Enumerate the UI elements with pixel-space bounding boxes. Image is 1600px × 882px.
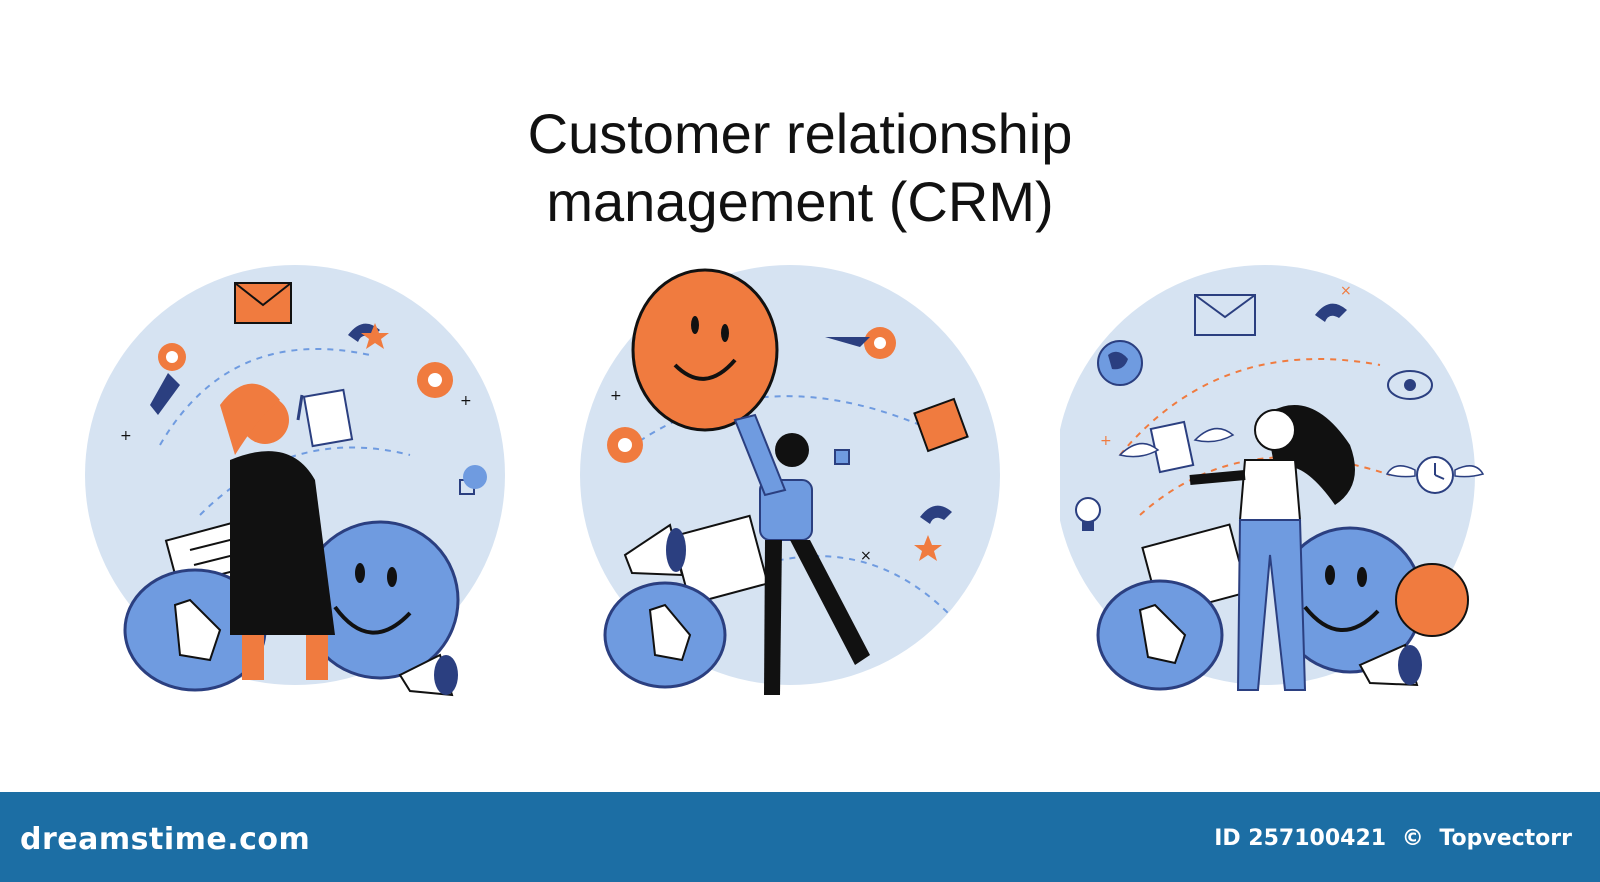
title-line-1: Customer relationship <box>527 101 1073 165</box>
megaphone-icon <box>1358 643 1422 687</box>
footer-bar: dreamstime.com ID 257100421 © Topvectorr <box>0 792 1600 882</box>
envelope-icon <box>913 397 969 453</box>
envelope-icon <box>234 282 292 324</box>
woman-figure <box>220 383 354 680</box>
svg-text:+: + <box>460 393 472 409</box>
phone-icon <box>920 505 952 524</box>
gear-icon <box>607 427 643 463</box>
gear-icon <box>417 362 453 398</box>
smiley-face-icon <box>631 268 779 432</box>
svg-text:+: + <box>610 388 622 404</box>
brand-logo: dreamstime.com <box>20 822 311 857</box>
ribbon-icon <box>150 373 180 415</box>
woman-figure <box>1189 405 1355 691</box>
gear-icon <box>864 327 896 359</box>
svg-text:+: + <box>1100 433 1112 449</box>
star-icon <box>361 323 389 349</box>
arrow-icon <box>825 337 870 347</box>
scene-woman-reading-document: + + <box>80 255 540 725</box>
svg-text:×: × <box>860 548 872 564</box>
scene-woman-with-checklist: + × <box>1060 255 1520 725</box>
envelope-icon <box>1194 294 1256 336</box>
man-figure <box>733 413 870 695</box>
woman-reading-illustration: + + <box>85 265 505 697</box>
image-id: ID 257100421 <box>1214 826 1387 851</box>
scene-man-lifting-smiley: + × <box>570 255 1030 725</box>
flying-lightbulb-icon <box>1075 497 1101 531</box>
megaphone-icon <box>398 653 458 697</box>
author-name: Topvectorr <box>1439 826 1572 851</box>
globe-icon <box>1097 340 1143 386</box>
megaphone-icon <box>623 523 686 577</box>
svg-text:×: × <box>1340 283 1352 299</box>
hand-cursor-icon <box>603 581 727 689</box>
phone-icon <box>1315 303 1347 322</box>
flying-clipboard-icon <box>1118 420 1235 474</box>
star-icon <box>914 535 942 561</box>
flying-clock-icon <box>1385 456 1485 494</box>
woman-checklist-illustration: + × <box>1060 265 1485 691</box>
svg-text:+: + <box>120 428 132 444</box>
coin-icon <box>1395 563 1469 637</box>
image-credit: ID 257100421 © Topvectorr <box>1214 826 1572 851</box>
page-title: Customer relationship management (CRM) <box>0 100 1600 236</box>
eye-icon <box>1387 370 1433 400</box>
man-lifting-illustration: + × <box>580 265 1000 695</box>
hand-cursor-icon <box>1096 579 1224 691</box>
title-line-2: management (CRM) <box>546 169 1054 233</box>
gear-icon <box>158 343 186 371</box>
copyright-symbol: © <box>1401 826 1424 851</box>
